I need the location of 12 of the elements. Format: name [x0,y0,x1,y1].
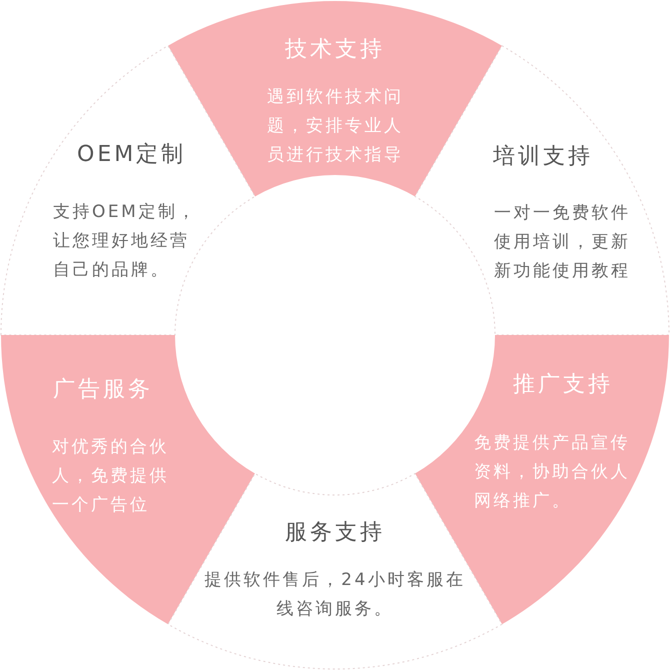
segment-text: 一对一免费软件使用培训，更新新功能使用教程 [494,202,632,283]
segment-title: 广告服务 [53,376,153,404]
segment-title: 培训支持 [493,143,593,171]
segment-title: 技术支持 [285,36,385,64]
segment-title: OEM定制 [77,141,186,169]
segment-text: 遇到软件技术问题，安排专业人员进行技术指导 [266,86,404,167]
segment-text: 对优秀的合伙人，免费提供一个广告位 [52,436,170,517]
segment-title: 推广支持 [513,371,613,399]
segment-text: 提供软件售后，24小时客服在线咨询服务。 [204,569,466,621]
segment-title: 服务支持 [285,519,385,547]
segment-text: 免费提供产品宣传资料，协助合伙人网络推广。 [474,432,631,513]
segment-text: 支持OEM定制，让您理好地经营自己的品牌。 [53,201,198,282]
